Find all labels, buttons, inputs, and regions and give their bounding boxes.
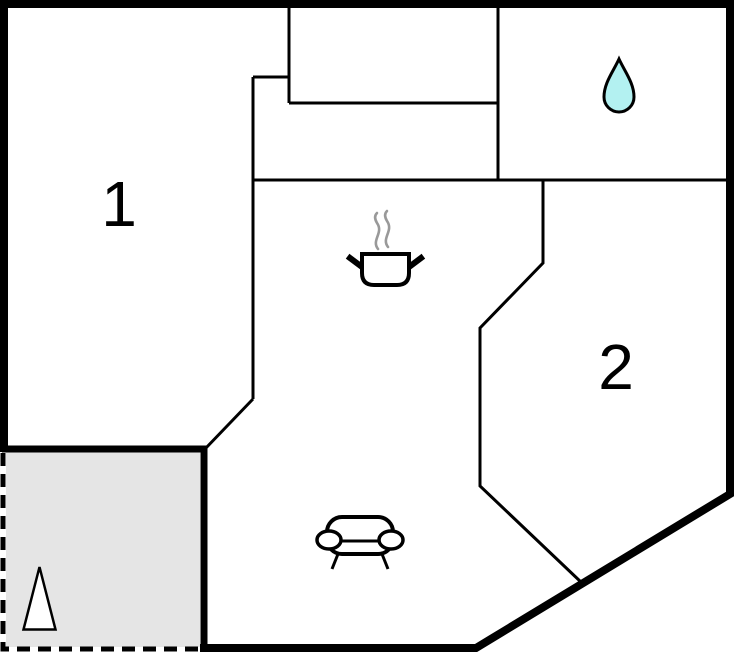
pot-body	[360, 252, 411, 287]
sofa-leg-left	[330, 553, 340, 570]
room-2-label: 2	[598, 331, 634, 403]
terrace-wall	[2, 445, 208, 648]
sofa-leg-right	[380, 553, 390, 570]
steam-line-left	[373, 211, 381, 251]
cooking-pot-icon	[345, 209, 426, 287]
room-1-label: 1	[101, 168, 137, 240]
interior-wall-room2-left	[478, 180, 584, 585]
steam-line-right	[383, 209, 391, 249]
interior-wall-room1-diagonal	[202, 397, 255, 452]
water-drop-icon	[602, 55, 636, 114]
terrace-dashed-border	[0, 453, 201, 652]
sofa-arm-right	[377, 529, 405, 551]
sofa-arm-left	[315, 529, 343, 551]
tree-icon	[21, 566, 58, 631]
sofa-icon	[315, 515, 405, 570]
